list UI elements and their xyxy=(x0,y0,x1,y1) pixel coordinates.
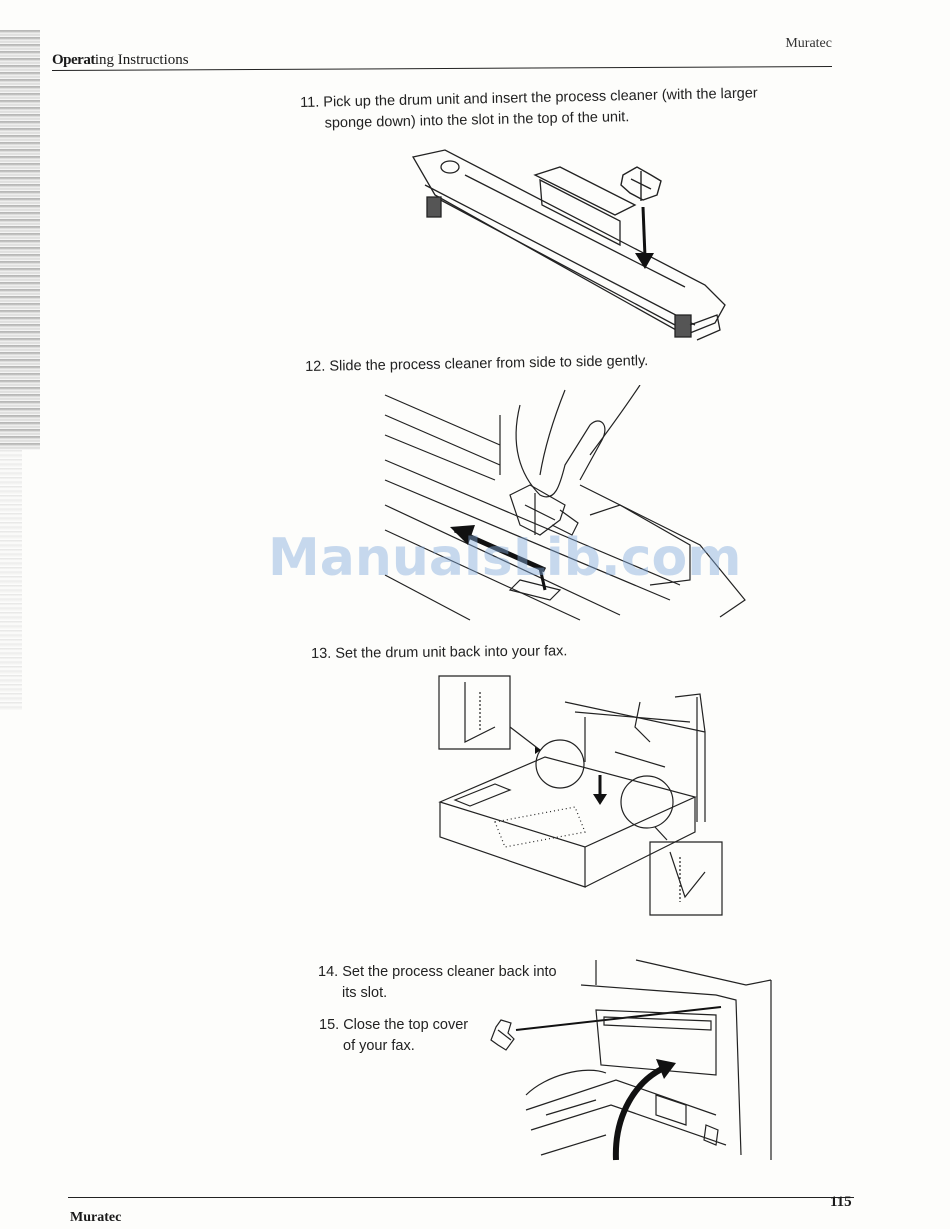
scan-edge-artifact-lower xyxy=(0,450,22,710)
drum-unit-illustration xyxy=(405,145,735,355)
scan-edge-artifact xyxy=(0,30,40,450)
page-number: 115 xyxy=(830,1194,852,1211)
step-11: 11. Pick up the drum unit and insert the… xyxy=(300,83,801,135)
header-brand: Muratec xyxy=(785,36,832,52)
step-12: 12. Slide the process cleaner from side … xyxy=(305,350,705,378)
step-13: 13. Set the drum unit back into your fax… xyxy=(311,640,711,665)
footer-rule xyxy=(68,1197,854,1198)
step-15: 15. Close the top cover of your fax. xyxy=(319,1015,489,1057)
close-cover-illustration xyxy=(486,955,778,1165)
footer-brand: Muratec xyxy=(70,1210,121,1226)
section-title: Operating Instructions xyxy=(52,52,189,69)
watermark: ManualsLib.com xyxy=(268,528,708,588)
slide-cleaner-illustration xyxy=(380,385,750,625)
install-drum-illustration xyxy=(435,672,735,922)
